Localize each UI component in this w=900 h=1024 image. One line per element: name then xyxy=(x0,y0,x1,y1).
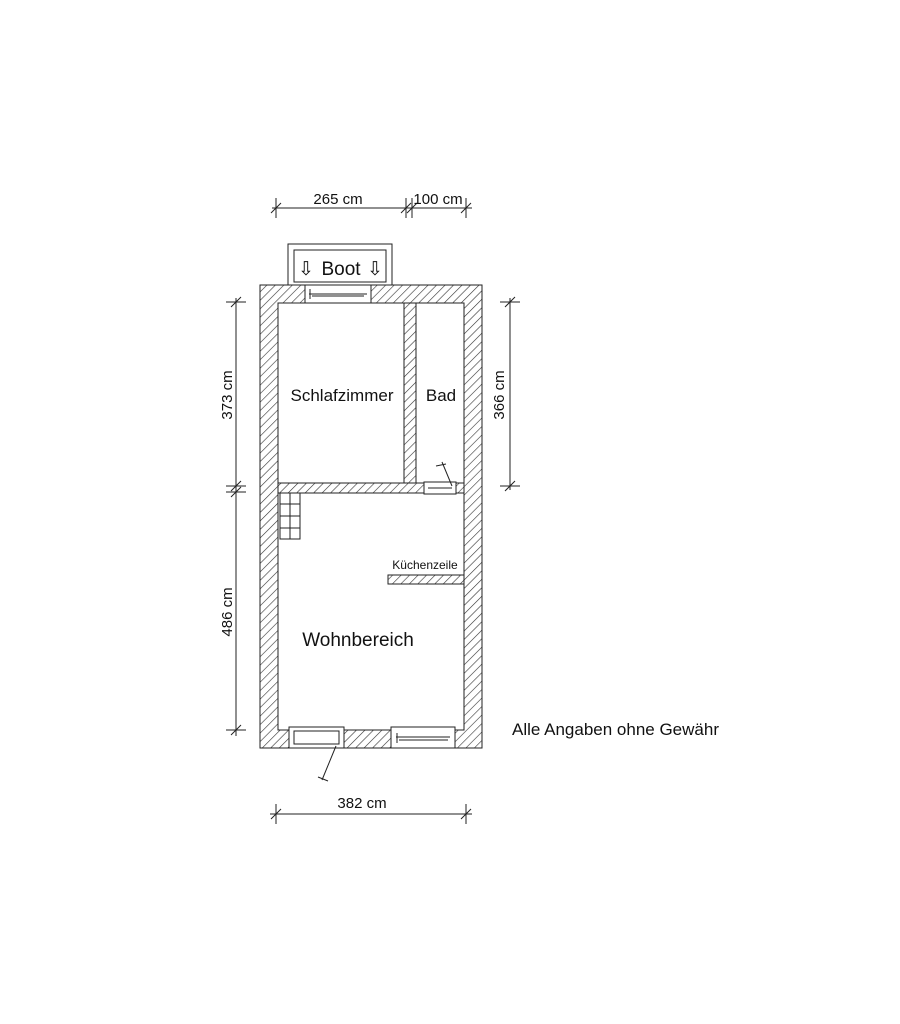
bottom-window xyxy=(390,726,456,749)
dimension-100: 100 cm xyxy=(413,191,462,208)
top-dimension: 265 cm 100 cm xyxy=(270,191,472,218)
room-bedroom-label: Schlafzimmer xyxy=(291,386,394,405)
boat-label: Boot xyxy=(321,259,361,280)
room-bath-label: Bad xyxy=(426,386,456,405)
dimension-382: 382 cm xyxy=(337,795,386,812)
boat-arrow-left-icon: ⇩ xyxy=(298,259,314,280)
dimension-265: 265 cm xyxy=(313,191,362,208)
dimension-366: 366 cm xyxy=(491,370,508,419)
middle-wall xyxy=(277,482,465,494)
stairs xyxy=(279,492,301,540)
boat-arrow-right-icon: ⇩ xyxy=(367,259,383,280)
dimension-373: 373 cm xyxy=(219,370,236,419)
kitchen-counter xyxy=(387,574,465,585)
room-living-label: Wohnbereich xyxy=(302,630,414,651)
bottom-dimension: 382 cm xyxy=(270,795,472,824)
disclaimer-text: Alle Angaben ohne Gewähr xyxy=(512,720,719,739)
top-window xyxy=(304,284,372,304)
left-dimension: 373 cm 486 cm xyxy=(219,296,246,736)
bath-door xyxy=(423,461,457,495)
boat-area: ⇩ Boot ⇩ xyxy=(287,243,393,286)
outer-wall xyxy=(259,284,483,749)
bath-partition-wall xyxy=(403,302,417,487)
dimension-486: 486 cm xyxy=(219,587,236,636)
room-kitchenette-label: Küchenzeile xyxy=(392,558,458,572)
right-dimension: 366 cm xyxy=(491,296,520,492)
bottom-door xyxy=(288,726,345,782)
